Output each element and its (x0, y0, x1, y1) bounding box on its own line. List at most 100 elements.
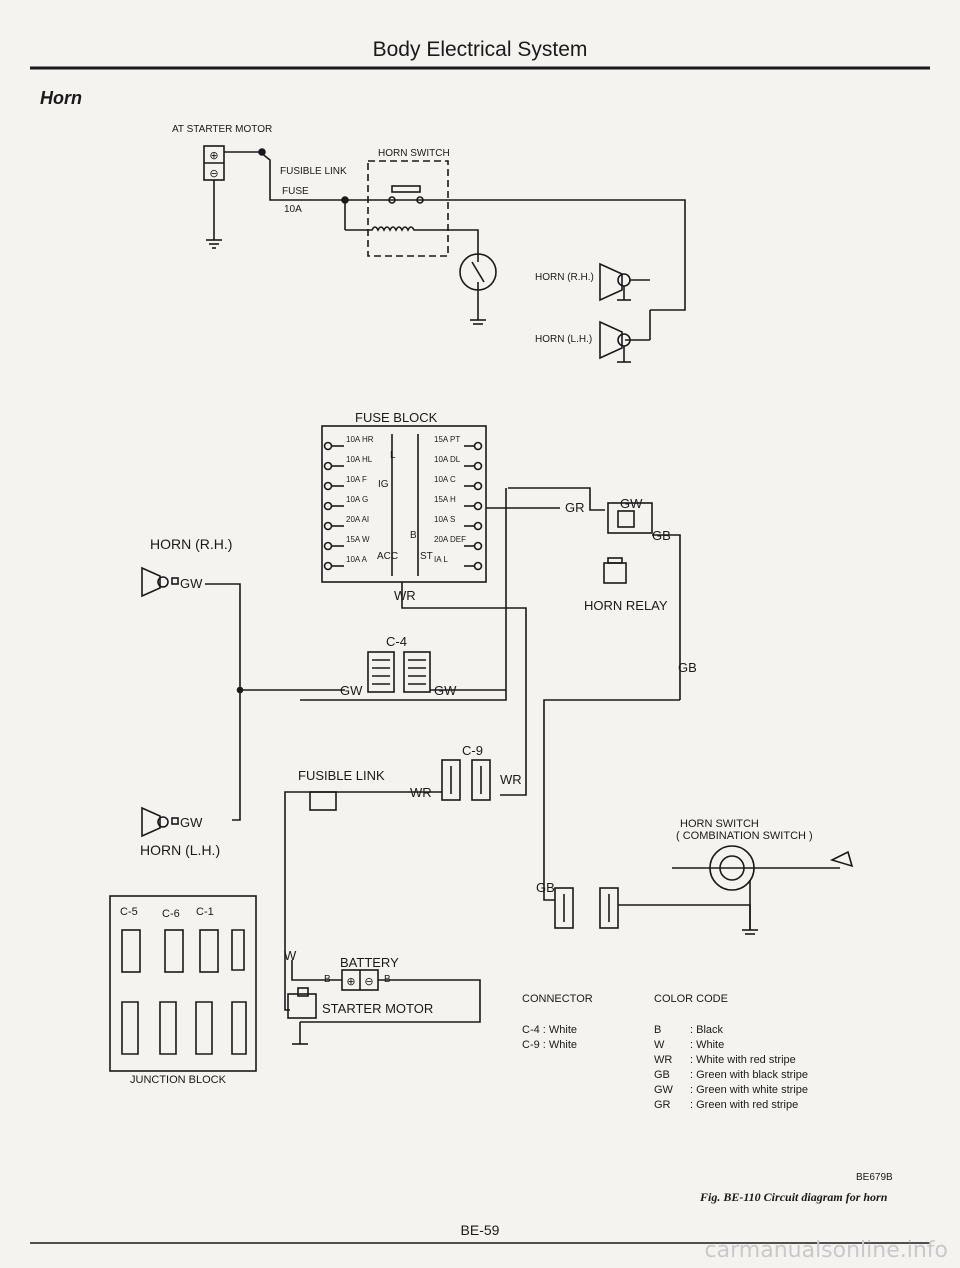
fuse-right-label: 10A DL (434, 455, 461, 464)
color-code-description: : Black (690, 1024, 724, 1036)
fuse-left-label: 20A AI (346, 515, 370, 524)
page-header-title: Body Electrical System (372, 38, 588, 61)
fuse-right-label: 10A C (434, 475, 456, 484)
color-code-key: GR (654, 1099, 671, 1111)
watermark: carmanualsonline.info (704, 1238, 948, 1263)
label-horn-lh: HORN (L.H.) (140, 842, 221, 858)
label-top-fuse-rating: 10A (284, 204, 302, 215)
horn-rh-symbol (141, 566, 241, 821)
fuse-right-label: 20A DEF (434, 535, 467, 544)
label-fusible-link: FUSIBLE LINK (298, 768, 385, 783)
fuse-right-terminal (473, 461, 483, 471)
wire-label-gw-c4-left: GW (340, 683, 363, 698)
wire-label-gw-horn-lh: GW (180, 815, 203, 830)
label-horn-switch-line2: ( COMBINATION SWITCH ) (676, 830, 813, 842)
fuse-left-label: 15A W (346, 535, 370, 544)
wire-label-gw-horn-rh: GW (180, 576, 203, 591)
fuse-block-terminal-st: ST (420, 551, 433, 562)
connector-legend-title: CONNECTOR (522, 993, 593, 1005)
wire-label-w: W (284, 948, 297, 963)
fuse-block-terminal-l: L (390, 450, 396, 461)
fuse-left-terminal (323, 481, 333, 491)
figure-id: BE679B (856, 1172, 893, 1183)
color-code-description: : Green with black stripe (690, 1069, 808, 1081)
label-top-horn-switch: HORN SWITCH (378, 148, 450, 159)
color-code-key: B (654, 1024, 662, 1036)
horn-relay-symbol (603, 502, 681, 700)
connector-legend-item: C-4 : White (522, 1024, 578, 1036)
color-code-description: : White (690, 1039, 725, 1051)
fusible-link-symbol (309, 791, 337, 811)
combination-switch-symbol (672, 845, 854, 935)
top-horn-switch-box (367, 160, 449, 257)
wire-label-gb-right: GB (678, 660, 697, 675)
wire-label-b-right: B (384, 974, 391, 985)
fuse-left-terminal (323, 561, 333, 571)
wire-label-wr-c9-left: WR (410, 785, 432, 800)
top-horn-rh-symbol (599, 262, 650, 302)
fuse-left-terminal (323, 441, 333, 451)
fuse-left-terminal (323, 501, 333, 511)
figure-caption: Fig. BE-110 Circuit diagram for horn (700, 1190, 888, 1204)
wire-label-gb-relay: GB (652, 528, 671, 543)
fuse-left-label: 10A G (346, 495, 369, 504)
fuse-right-label: 10A S (434, 515, 456, 524)
label-junction-block: JUNCTION BLOCK (130, 1074, 226, 1086)
wire-horn-switch (618, 904, 751, 930)
top-relay-contact-symbol (459, 253, 497, 325)
wire-label-wr-c9-right: WR (500, 772, 522, 787)
horn-lh-symbol (141, 806, 179, 838)
color-code-title: COLOR CODE (654, 993, 728, 1005)
fuse-block-terminal-acc: ACC (377, 551, 399, 562)
starter-motor-symbol (287, 987, 317, 1045)
fuse-block-terminal-ig: IG (378, 479, 389, 490)
wire-label-wr-fuse: WR (394, 588, 416, 603)
color-code-description: : Green with red stripe (690, 1099, 799, 1111)
wire-gr-feed (300, 488, 507, 701)
label-horn-relay: HORN RELAY (584, 598, 668, 613)
fuse-right-label: IA L (434, 555, 448, 564)
connector-c4-symbol (367, 651, 431, 693)
fuse-block-rows (323, 441, 483, 571)
fuse-block-terminal-b: B (410, 530, 417, 541)
label-top-fusible-link: FUSIBLE LINK (280, 166, 347, 177)
label-starter-motor: STARTER MOTOR (322, 1001, 434, 1016)
wire-gr-relay (508, 487, 605, 511)
label-connector-c4: C-4 (386, 634, 407, 649)
wire-label-gw-c4-right: GW (434, 683, 457, 698)
color-code-description: : White with red stripe (690, 1054, 796, 1066)
label-at-starter-motor: AT STARTER MOTOR (172, 124, 273, 135)
svg-text:⊖: ⊖ (364, 976, 373, 988)
top-main-feed-wire (224, 151, 345, 201)
fuse-right-terminal (473, 541, 483, 551)
svg-text:⊕: ⊕ (209, 150, 218, 162)
label-junction-c1: C-1 (196, 906, 214, 918)
fuse-right-terminal (473, 481, 483, 491)
color-code-key: GB (654, 1069, 670, 1081)
fuse-right-terminal (473, 521, 483, 531)
fuse-right-terminal (473, 561, 483, 571)
fuse-left-label: 10A A (346, 555, 367, 564)
page-number: BE-59 (460, 1222, 500, 1238)
wire-gb (543, 699, 680, 901)
wire-label-gr: GR (565, 500, 585, 515)
label-top-horn-rh: HORN (R.H.) (535, 272, 594, 283)
label-junction-c5: C-5 (120, 906, 138, 918)
color-code-key: W (654, 1039, 665, 1051)
label-horn-switch-line1: HORN SWITCH (680, 818, 759, 830)
label-top-horn-lh: HORN (L.H.) (535, 334, 593, 345)
label-battery: BATTERY (340, 955, 399, 970)
label-horn-rh: HORN (R.H.) (150, 536, 233, 552)
fuse-right-label: 15A PT (434, 435, 461, 444)
fuse-right-terminal (473, 441, 483, 451)
fuse-left-terminal (323, 461, 333, 471)
connector-horn-switch-symbol (554, 887, 619, 929)
color-code-key: GW (654, 1084, 673, 1096)
fuse-right-label: 15A H (434, 495, 456, 504)
wire-label-gb-connector: GB (536, 880, 555, 895)
connector-legend-item: C-9 : White (522, 1039, 578, 1051)
battery-symbol: ⊕ ⊖ (291, 960, 481, 1023)
top-horn-feed-wire (345, 199, 686, 311)
